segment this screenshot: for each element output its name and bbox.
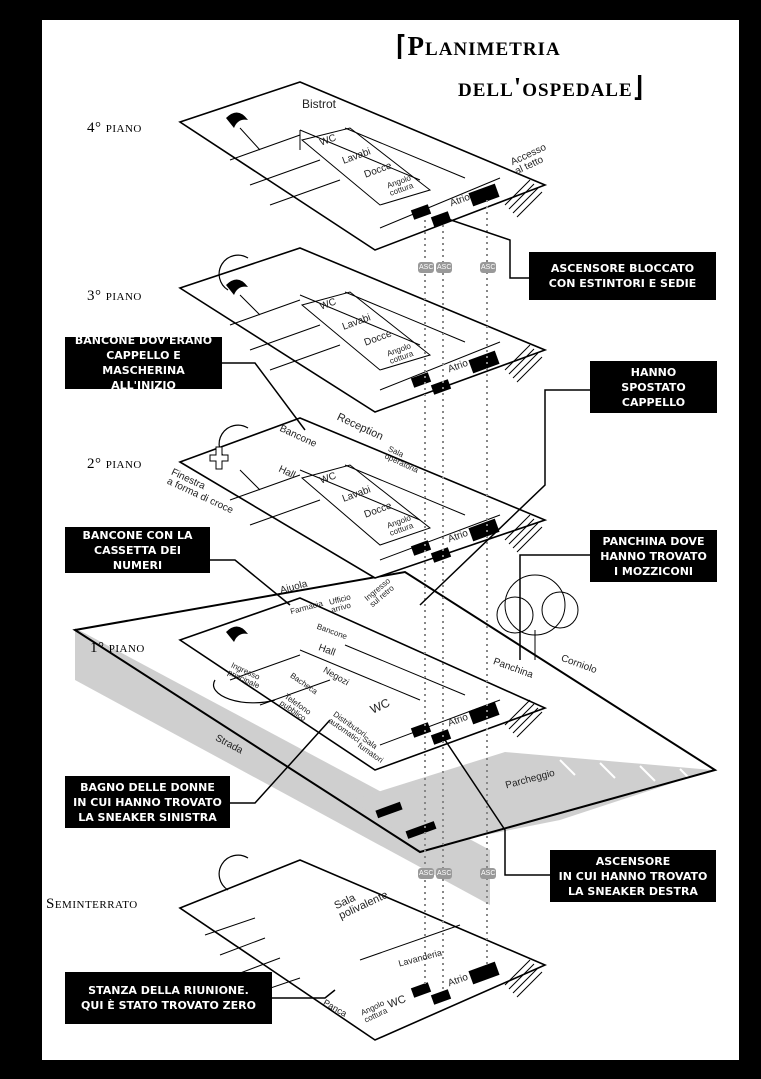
tree-icon (496, 574, 579, 660)
ground-plot (72, 570, 718, 854)
asc-marker: ASC (436, 262, 453, 273)
entrance-arc (212, 679, 276, 704)
callout-bagno-donne: BAGNO DELLE DONNE IN CUI HANNO TROVATO L… (65, 776, 230, 828)
floor-label-4: 4° piano (87, 120, 142, 136)
callout-panchina-mozziconi: PANCHINA DOVE HANNO TROVATO I MOZZICONI (590, 530, 717, 582)
callout-bancone-cassetta: BANCONE CON LA CASSETTA DEI NUMERI (65, 527, 210, 573)
basement-slab (178, 859, 548, 1041)
asc-marker: ASC (418, 868, 435, 879)
cross-window-icon (209, 446, 229, 470)
floor-1-slab (178, 597, 548, 771)
floor-2-slab (178, 417, 548, 579)
floor-4-slab (178, 81, 548, 251)
callout-ascensore-bloccato: ASCENSORE BLOCCATO CON ESTINTORI E SEDIE (529, 252, 716, 300)
page-title-line2: dell'ospedale⌋ (458, 72, 645, 102)
asc-marker: ASC (480, 262, 497, 273)
callout-ascensore-sneaker: ASCENSORE IN CUI HANNO TROVATO LA SNEAKE… (550, 850, 716, 902)
label-bistrot: Bistrot (302, 97, 337, 111)
callout-punto-spostato: PUNTO IN CUI HANNO SPOSTATO CAPPELLO E M… (590, 351, 717, 424)
floor-label-2: 2° piano (87, 456, 142, 472)
stair-curve-icon (218, 254, 249, 291)
floor-label-1: 1° piano (90, 640, 145, 656)
asc-marker: ASC (436, 868, 453, 879)
floor-label-3: 3° piano (87, 288, 142, 304)
floor-label-basement: Seminterrato (46, 896, 138, 912)
callout-bancone-cappello: BANCONE DOV'ERANO CAPPELLO E MASCHERINA … (65, 334, 222, 392)
page-title-line1: ⌈Planimetria (396, 31, 561, 61)
asc-marker: ASC (418, 262, 435, 273)
asc-marker: ASC (480, 868, 497, 879)
stair-curve-icon (218, 854, 249, 891)
callout-stanza-riunione: STANZA DELLA RIUNIONE. QUI È STATO TROVA… (65, 972, 272, 1024)
parking-area (352, 752, 712, 848)
floor-3-slab (178, 247, 548, 413)
logo-marks (226, 112, 248, 642)
